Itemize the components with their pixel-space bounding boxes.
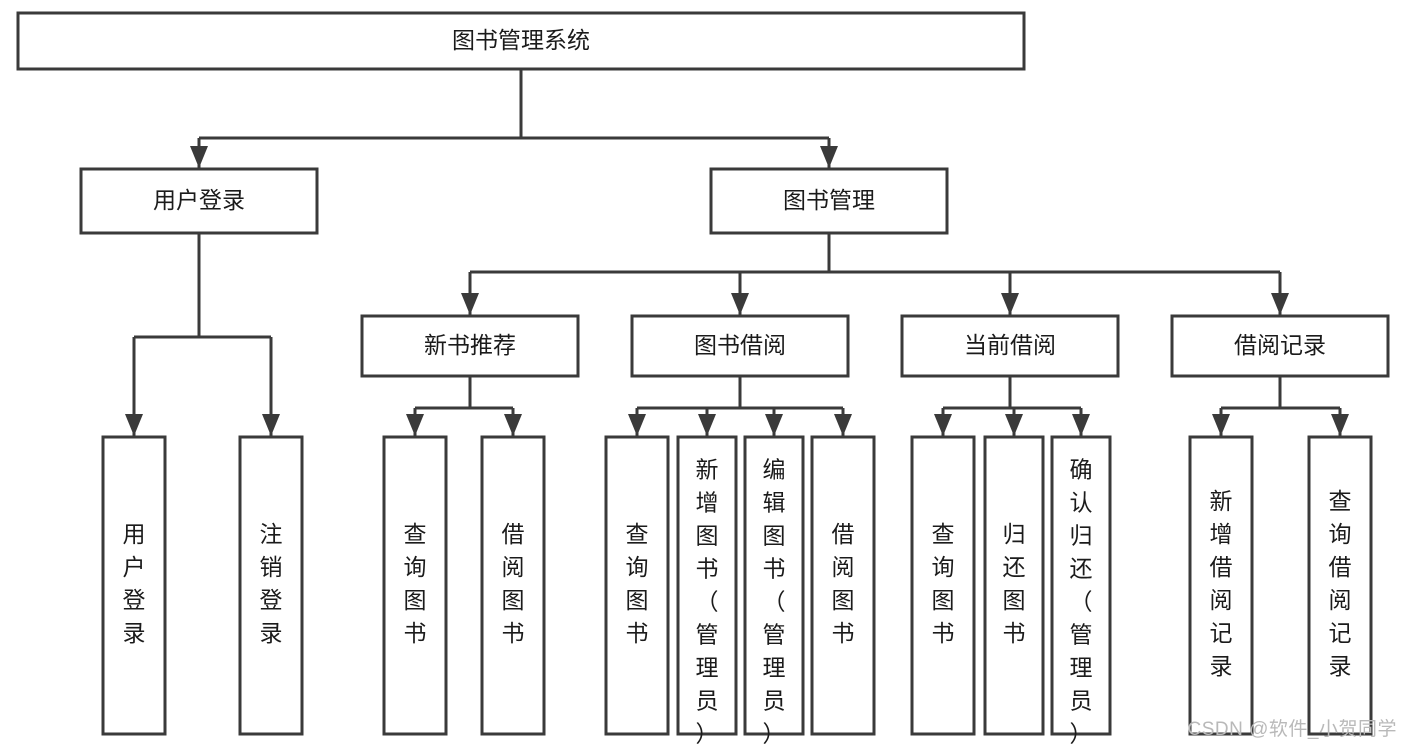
- node-box-leaf-user-logout[interactable]: [238, 435, 304, 736]
- edge-bus-root: [190, 69, 838, 168]
- node-leaf-query-book-recommend[interactable]: 查询图书: [382, 435, 448, 736]
- edge-arrowhead: [125, 414, 143, 436]
- node-label-book-management: 图书管理: [783, 187, 875, 213]
- edge-arrowhead: [1212, 414, 1230, 436]
- node-leaf-add-book-admin[interactable]: 新增图书（管理员）: [676, 435, 738, 747]
- edge-arrowhead: [1072, 414, 1090, 436]
- node-box-leaf-add-borrow-record[interactable]: [1188, 435, 1254, 736]
- node-leaf-query-book-borrow[interactable]: 查询图书: [604, 435, 670, 736]
- node-user-login[interactable]: 用户登录: [79, 167, 319, 235]
- node-label-leaf-query-book-current: 查询图书: [932, 521, 955, 646]
- node-leaf-user-logout[interactable]: 注销登录: [238, 435, 304, 736]
- node-label-leaf-borrow-book-recommend: 借阅图书: [502, 521, 525, 646]
- node-label-borrow-record: 借阅记录: [1234, 332, 1326, 358]
- node-box-leaf-query-borrow-record[interactable]: [1307, 435, 1373, 736]
- node-box-current-borrow[interactable]: [900, 314, 1120, 378]
- node-box-leaf-query-book-current[interactable]: [910, 435, 976, 736]
- node-box-leaf-add-book-admin[interactable]: [676, 435, 738, 736]
- edge-arrowhead: [190, 146, 208, 168]
- node-root[interactable]: 图书管理系统: [16, 11, 1026, 71]
- node-new-book-recommend[interactable]: 新书推荐: [360, 314, 580, 378]
- node-box-leaf-query-book-recommend[interactable]: [382, 435, 448, 736]
- node-label-leaf-query-book-recommend: 查询图书: [404, 521, 427, 646]
- node-label-root: 图书管理系统: [452, 27, 590, 53]
- edge-bus-record: [1212, 376, 1349, 436]
- node-box-leaf-user-login[interactable]: [101, 435, 167, 736]
- node-leaf-edit-book-admin[interactable]: 编辑图书（管理员）: [743, 435, 805, 747]
- edge-arrowhead: [765, 414, 783, 436]
- node-borrow-record[interactable]: 借阅记录: [1170, 314, 1390, 378]
- edge-bus-recommend: [406, 376, 522, 436]
- csdn-watermark: CSDN @软件_小贺同学: [1187, 719, 1397, 740]
- node-box-root[interactable]: [16, 11, 1026, 71]
- node-label-leaf-return-book: 归还图书: [1003, 521, 1026, 646]
- node-label-current-borrow: 当前借阅: [964, 332, 1056, 358]
- node-box-book-borrow[interactable]: [630, 314, 850, 378]
- edge-arrowhead: [731, 293, 749, 315]
- node-current-borrow[interactable]: 当前借阅: [900, 314, 1120, 378]
- edge-bus-bookmgmt: [461, 233, 1289, 315]
- node-leaf-return-book[interactable]: 归还图书: [983, 435, 1045, 736]
- node-box-user-login[interactable]: [79, 167, 319, 235]
- node-label-leaf-add-borrow-record: 新增借阅记录: [1210, 488, 1233, 679]
- edge-bus-current: [934, 376, 1090, 436]
- node-leaf-user-login[interactable]: 用户登录: [101, 435, 167, 736]
- edge-arrowhead: [461, 293, 479, 315]
- node-box-book-management[interactable]: [709, 167, 949, 235]
- node-leaf-borrow-book[interactable]: 借阅图书: [810, 435, 876, 736]
- node-book-borrow[interactable]: 图书借阅: [630, 314, 850, 378]
- nodes-layer: 图书管理系统用户登录图书管理新书推荐图书借阅当前借阅借阅记录用户登录注销登录查询…: [16, 11, 1390, 747]
- node-label-leaf-confirm-return-admin: 确认归还（管理员）: [1070, 457, 1093, 747]
- node-label-book-borrow: 图书借阅: [694, 332, 786, 358]
- node-leaf-query-borrow-record[interactable]: 查询借阅记录: [1307, 435, 1373, 736]
- node-book-management[interactable]: 图书管理: [709, 167, 949, 235]
- edge-bus-borrow: [628, 376, 852, 436]
- edge-arrowhead: [1271, 293, 1289, 315]
- edge-arrowhead: [1331, 414, 1349, 436]
- edge-arrowhead: [406, 414, 424, 436]
- edge-arrowhead: [934, 414, 952, 436]
- edge-bus-userlogin: [125, 233, 280, 436]
- edge-arrowhead: [628, 414, 646, 436]
- node-box-new-book-recommend[interactable]: [360, 314, 580, 378]
- node-label-leaf-user-logout: 注销登录: [260, 521, 283, 646]
- edge-arrowhead: [504, 414, 522, 436]
- node-label-leaf-user-login: 用户登录: [123, 521, 146, 646]
- edge-arrowhead: [834, 414, 852, 436]
- node-label-leaf-query-borrow-record: 查询借阅记录: [1329, 488, 1352, 679]
- node-box-leaf-return-book[interactable]: [983, 435, 1045, 736]
- edges-layer: [125, 69, 1349, 436]
- node-box-leaf-borrow-book[interactable]: [810, 435, 876, 736]
- node-label-user-login: 用户登录: [153, 187, 245, 213]
- edge-arrowhead: [1001, 293, 1019, 315]
- node-label-leaf-add-book-admin: 新增图书（管理员）: [696, 457, 719, 747]
- node-box-leaf-edit-book-admin[interactable]: [743, 435, 805, 736]
- node-leaf-add-borrow-record[interactable]: 新增借阅记录: [1188, 435, 1254, 736]
- edge-arrowhead: [1005, 414, 1023, 436]
- node-label-leaf-query-book-borrow: 查询图书: [626, 521, 649, 646]
- node-box-leaf-confirm-return-admin[interactable]: [1050, 435, 1112, 736]
- node-label-leaf-edit-book-admin: 编辑图书（管理员）: [763, 457, 786, 747]
- node-leaf-borrow-book-recommend[interactable]: 借阅图书: [480, 435, 546, 736]
- node-leaf-confirm-return-admin[interactable]: 确认归还（管理员）: [1050, 435, 1112, 747]
- node-leaf-query-book-current[interactable]: 查询图书: [910, 435, 976, 736]
- node-box-leaf-borrow-book-recommend[interactable]: [480, 435, 546, 736]
- node-label-leaf-borrow-book: 借阅图书: [832, 521, 855, 646]
- node-label-new-book-recommend: 新书推荐: [424, 332, 516, 358]
- edge-arrowhead: [262, 414, 280, 436]
- edge-arrowhead: [698, 414, 716, 436]
- node-box-borrow-record[interactable]: [1170, 314, 1390, 378]
- edge-arrowhead: [820, 146, 838, 168]
- node-box-leaf-query-book-borrow[interactable]: [604, 435, 670, 736]
